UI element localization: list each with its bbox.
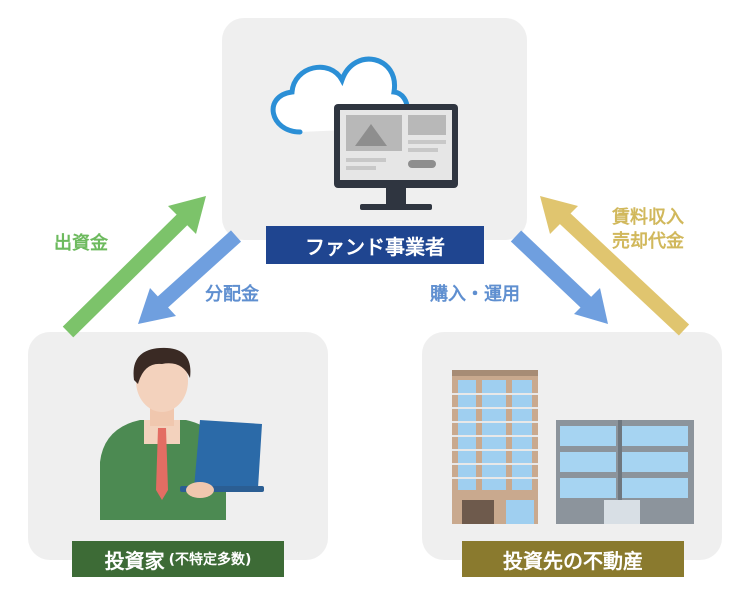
cloud-computer-icon [270,56,458,210]
fund-operator-label: ファンド事業者 [266,226,484,264]
investor-label: 投資家(不特定多数) [72,541,284,577]
rent-flow-label: 賃料収入 売却代金 [612,206,684,254]
building-icons [452,370,694,524]
purchase-flow-label: 購入・運用 [430,284,520,305]
investor-note-text: (不特定多数) [168,552,252,568]
arrow-distribution [138,230,242,324]
arrow-rent [540,196,690,336]
distribution-flow-label: 分配金 [205,284,259,305]
arrow-investment [62,196,206,338]
sale-proceeds-text: 売却代金 [612,231,684,252]
rent-income-text: 賃料収入 [612,207,684,228]
property-label: 投資先の不動産 [462,541,684,577]
investment-flow-label: 出資金 [54,233,108,254]
property-text: 投資先の不動産 [503,548,643,573]
investor-person-icon [100,347,264,520]
arrow-purchase [510,230,608,324]
fund-operator-text: ファンド事業者 [305,234,445,259]
investor-text: 投資家 [104,548,165,573]
